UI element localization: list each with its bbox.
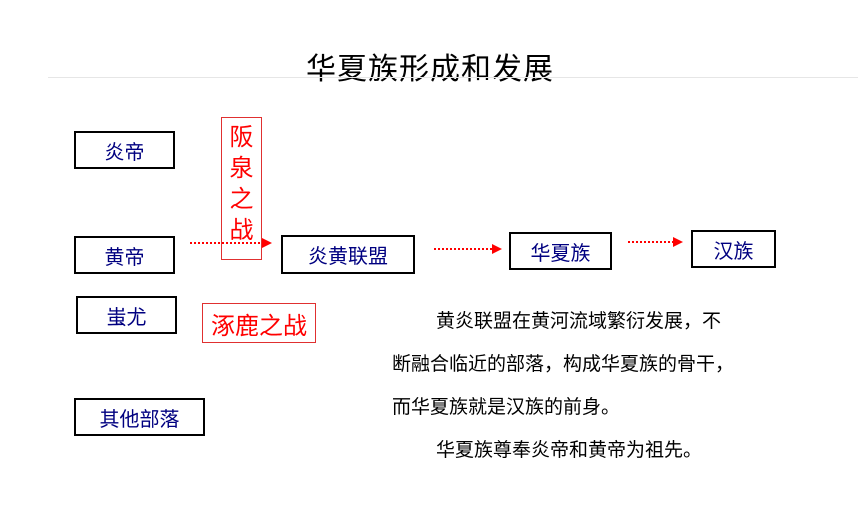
description-line: 黄炎联盟在黄河流域繁衍发展，不 (436, 310, 722, 332)
tribe-box-yandi: 炎帝 (74, 131, 175, 169)
description-line: 而华夏族就是汉族的前身。 (392, 396, 621, 418)
stage-box-huaxia: 华夏族 (509, 232, 612, 270)
battle-banquan-char: 战 (229, 216, 254, 244)
battle-zhuolu: 涿鹿之战 (202, 303, 316, 343)
battle-banquan-char: 之 (229, 185, 254, 213)
tribe-box-others: 其他部落 (74, 398, 205, 436)
battle-banquan: 阪 泉 之 战 (221, 117, 262, 260)
stage-box-han: 汉族 (691, 230, 776, 268)
title-divider (48, 77, 858, 78)
description-line: 华夏族尊奉炎帝和黄帝为祖先。 (436, 439, 703, 461)
battle-banquan-char: 泉 (229, 154, 254, 182)
page-title: 华夏族形成和发展 (306, 52, 554, 87)
description-line: 断融合临近的部落，构成华夏族的骨干， (392, 353, 735, 375)
battle-banquan-char: 阪 (229, 123, 254, 151)
description-block: 黄炎联盟在黄河流域繁衍发展，不 断融合临近的部落，构成华夏族的骨干， 而华夏族就… (392, 300, 792, 472)
stage-box-alliance: 炎黄联盟 (281, 235, 415, 274)
tribe-box-huangdi: 黄帝 (74, 236, 175, 274)
tribe-box-chiyou: 蚩尤 (76, 296, 177, 334)
